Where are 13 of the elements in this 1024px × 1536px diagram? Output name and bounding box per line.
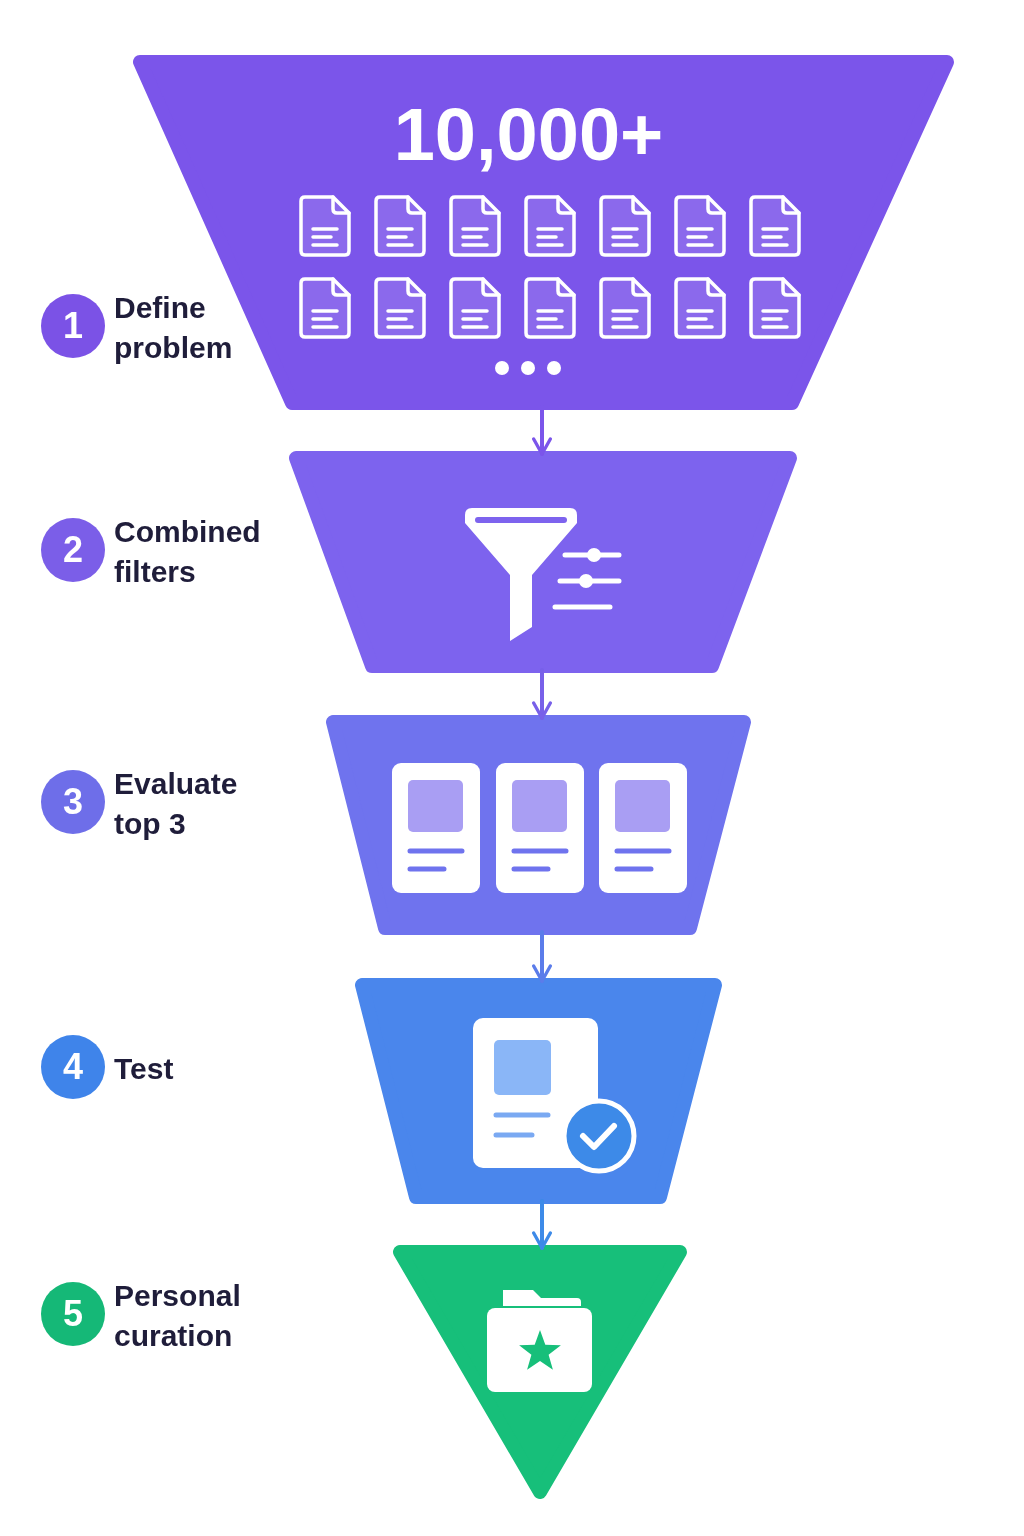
arrow [532,1199,552,1250]
arrow [532,930,552,983]
step-label: Test [114,1051,175,1087]
step-number-badge: 5 [41,1282,105,1346]
step-number-badge: 1 [41,294,105,358]
step-number-badge: 4 [41,1035,105,1099]
count-text: 10,000+ [392,92,665,177]
step-label: Evaluate top 3 [114,766,239,842]
step-label: Define problem [114,290,234,366]
step-number-badge: 2 [41,518,105,582]
step-number-badge: 3 [41,770,105,834]
step-label: Combined filters [114,514,262,590]
step-label: Personal curation [114,1278,242,1354]
